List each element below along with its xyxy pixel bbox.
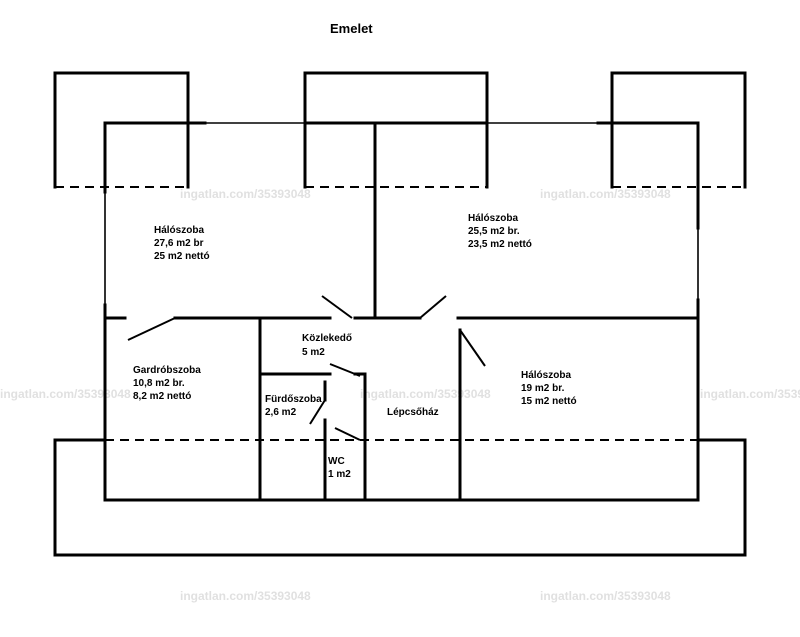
- door-wc: [334, 427, 361, 441]
- door-corridor: [329, 363, 361, 377]
- room-wardrobe: Gardróbszoba 10,8 m2 br. 8,2 m2 nettó: [133, 365, 201, 402]
- room-area: 5 m2: [302, 347, 325, 358]
- watermark: ingatlan.com/35393048: [180, 187, 311, 201]
- outer-walls: [103, 121, 700, 502]
- room-net-area: 23,5 m2 nettó: [468, 239, 532, 250]
- interior-walls: [103, 121, 700, 502]
- room-name: WC: [328, 456, 345, 467]
- dormers: [53, 71, 747, 189]
- room-name: Lépcsőház: [387, 407, 439, 418]
- room-name: Hálószoba: [154, 225, 204, 236]
- room-name: Fürdőszoba: [265, 394, 322, 405]
- room-bathroom: Fürdőszoba 2,6 m2: [265, 394, 322, 418]
- room-staircase: Lépcsőház: [387, 407, 439, 418]
- room-name: Közlekedő: [302, 333, 352, 344]
- room-bedroom-right: Hálószoba 25,5 m2 br. 23,5 m2 nettó: [468, 213, 532, 250]
- room-gross-area: 10,8 m2 br.: [133, 378, 185, 389]
- plan-title: Emelet: [330, 21, 373, 36]
- room-net-area: 25 m2 nettó: [154, 251, 210, 262]
- room-name: Hálószoba: [468, 213, 518, 224]
- watermark: ingatlan.com/35393048: [700, 387, 800, 401]
- room-corridor: Közlekedő 5 m2: [302, 333, 352, 358]
- watermark: ingatlan.com/35393048: [180, 589, 311, 603]
- room-gross-area: 25,5 m2 br.: [468, 226, 520, 237]
- doors: [127, 295, 486, 441]
- door-bedroom-left: [321, 295, 353, 319]
- dormer-left: [53, 71, 190, 189]
- room-bedroom-left: Hálószoba 27,6 m2 br 25 m2 nettó: [154, 225, 210, 262]
- dormer-right: [610, 71, 747, 189]
- room-gross-area: 19 m2 br.: [521, 383, 565, 394]
- room-gross-area: 27,6 m2 br: [154, 238, 204, 249]
- watermark: ingatlan.com/35393048: [360, 387, 491, 401]
- room-area: 1 m2: [328, 469, 351, 480]
- room-net-area: 15 m2 nettó: [521, 396, 577, 407]
- watermarks: ingatlan.com/35393048 ingatlan.com/35393…: [0, 187, 800, 603]
- room-name: Gardróbszoba: [133, 365, 201, 376]
- room-area: 2,6 m2: [265, 407, 297, 418]
- room-name: Hálószoba: [521, 370, 571, 381]
- room-bedroom-lower-right: Hálószoba 19 m2 br. 15 m2 nettó: [521, 370, 577, 407]
- terrace: [53, 438, 747, 557]
- door-wardrobe: [127, 317, 176, 341]
- watermark: ingatlan.com/35393048: [540, 187, 671, 201]
- door-bathroom: [309, 399, 326, 425]
- door-bedroom-lower-right: [459, 329, 486, 367]
- room-wc: WC 1 m2: [328, 456, 351, 480]
- dormer-center: [303, 71, 489, 189]
- door-bedroom-right: [419, 295, 447, 319]
- watermark: ingatlan.com/35393048: [540, 589, 671, 603]
- watermark: ingatlan.com/35393048: [0, 387, 131, 401]
- room-net-area: 8,2 m2 nettó: [133, 391, 191, 402]
